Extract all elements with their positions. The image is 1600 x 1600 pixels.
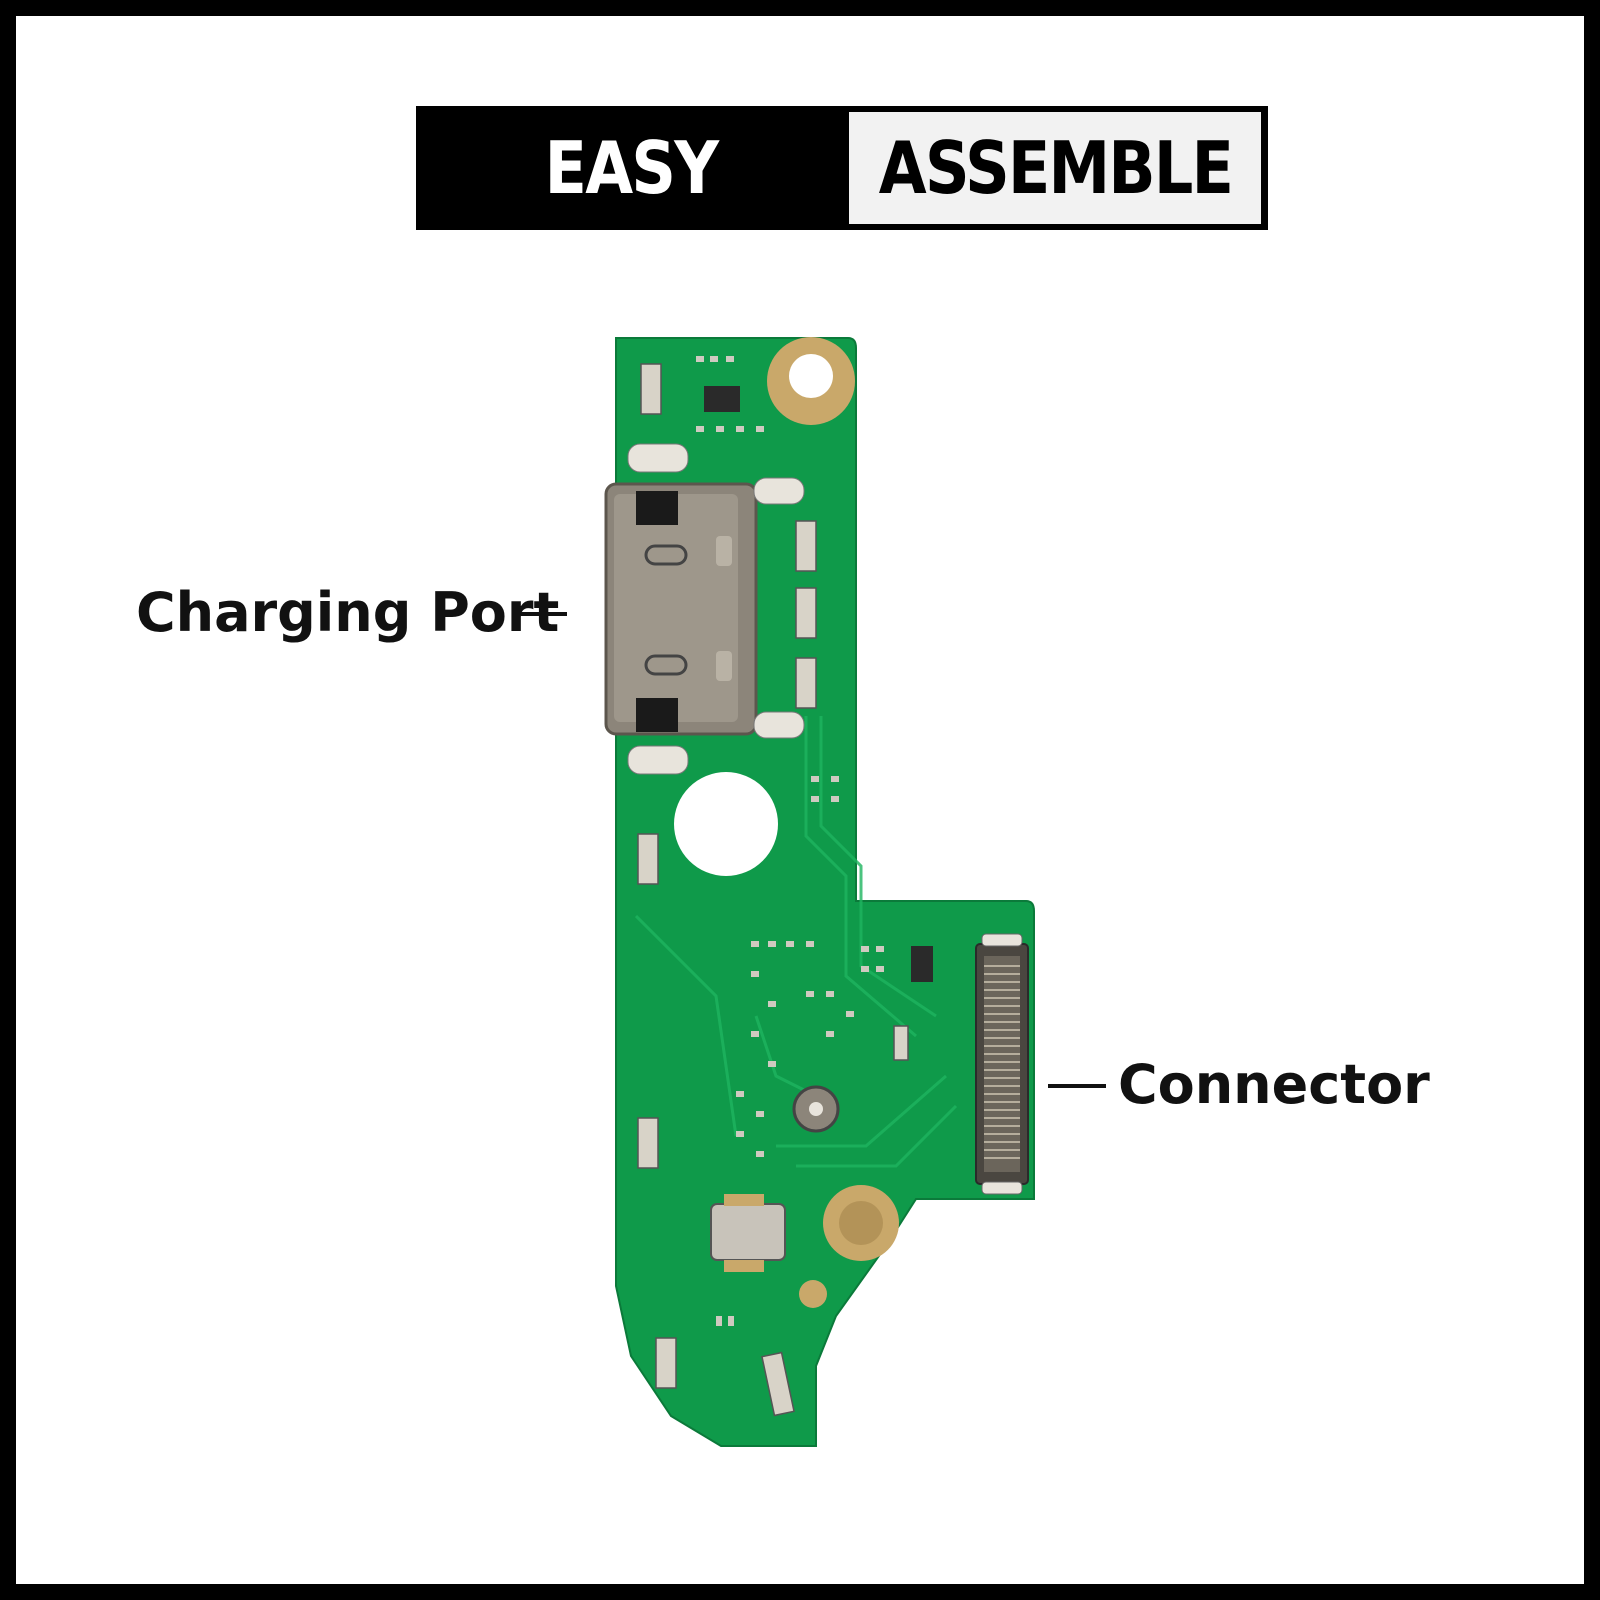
banner-word-assemble-box: ASSEMBLE xyxy=(849,112,1261,224)
resistor-array xyxy=(696,356,884,1326)
easy-assemble-banner: EASY ASSEMBLE xyxy=(416,106,1268,230)
image-frame: EASY ASSEMBLE xyxy=(16,16,1584,1584)
charging-port-leader-line xyxy=(521,612,567,616)
connector-label: Connector xyxy=(1118,1053,1430,1116)
charging-port-component xyxy=(604,443,805,775)
smd-components xyxy=(637,363,909,1417)
banner-word-easy: EASY xyxy=(544,126,719,210)
pcb-board-illustration xyxy=(604,337,1035,1447)
board-to-board-connector xyxy=(975,933,1029,1195)
pcb-traces xyxy=(634,716,958,1168)
charging-port-label: Charging Port xyxy=(136,581,560,644)
microphone-component xyxy=(710,1194,786,1272)
banner-word-assemble: ASSEMBLE xyxy=(878,126,1233,210)
ic-chips xyxy=(704,386,933,982)
board-hole xyxy=(674,772,778,876)
connector-leader-line xyxy=(1048,1084,1106,1088)
